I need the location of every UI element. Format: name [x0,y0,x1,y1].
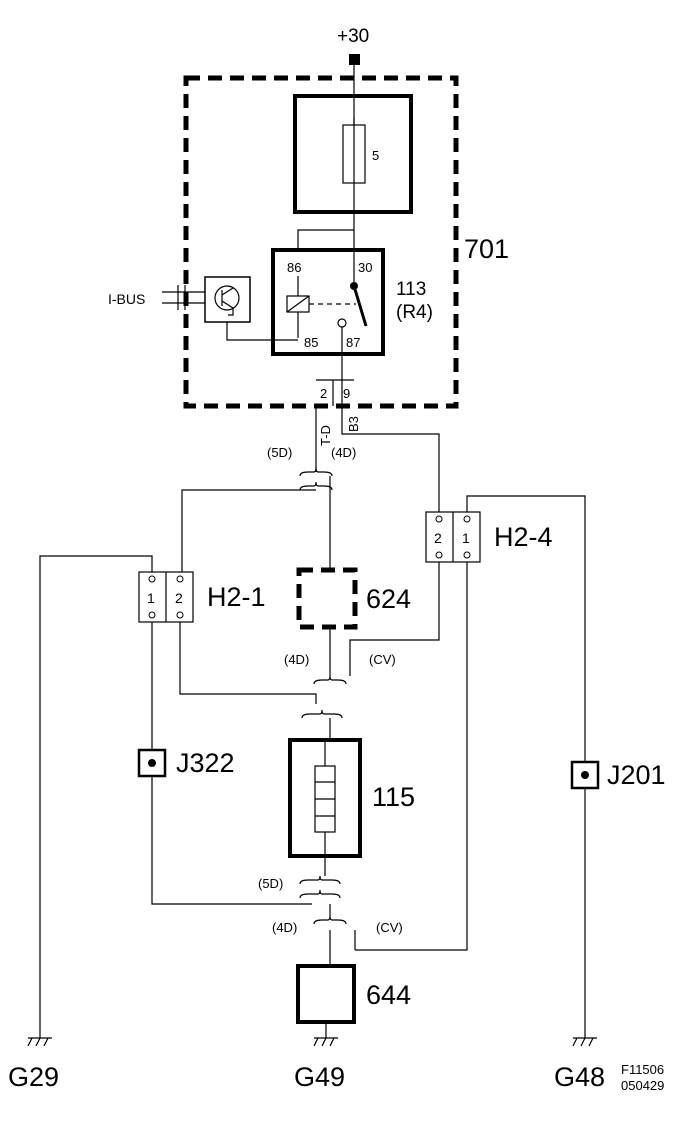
relay-pin-87: 87 [346,335,360,350]
conn1-brace-bottom [299,481,333,491]
wire-code-td: T-D [318,425,333,446]
transistor-emitter [221,300,234,309]
conn4-cv-label: (CV) [376,920,403,935]
h2-1-pin-1: 1 [147,590,155,606]
fuse-value: 5 [372,148,379,163]
h2-4-pin1-top [463,515,471,523]
transistor-collector [221,287,234,296]
wire-h21-to-g29 [39,555,153,1038]
relay-113-box [271,248,385,356]
wire-code-b3: B3 [346,416,361,432]
h2-4-pin-1: 1 [462,530,470,546]
conn2-cv-label: (CV) [369,652,396,667]
figure-date: 050429 [621,1078,664,1093]
ground-g48-label: G48 [554,1062,605,1092]
conn2-4d-label: (4D) [284,652,309,667]
wire-ibus-to-relay85 [226,322,298,341]
wire-conn1-to-h21 [181,489,316,572]
h2-1-label: H2-1 [207,582,266,612]
wire-h21-pin2-to-conn2 [179,622,317,704]
conn3-5d-label: (5D) [258,876,283,891]
wire-h24-to-j201 [466,495,586,762]
component-624-label: 624 [366,584,411,614]
relay-pin-30: 30 [358,260,372,275]
relay-pin-85: 85 [304,335,318,350]
component-644-label: 644 [366,980,411,1010]
conn3-brace-top [299,875,341,885]
splice-j201-dot [581,771,589,779]
splice-j201-label: J201 [607,760,666,790]
conn3-brace-bottom [299,889,341,899]
h2-1-pin-2: 2 [175,590,183,606]
component-624-box [296,567,358,630]
component-644-box [296,964,356,1024]
h2-1-pin1-top [148,575,156,583]
coil-diagonal [286,295,310,313]
supply-terminal [349,54,360,65]
h2-4-label: H2-4 [494,522,553,552]
wire-to-relay86 [297,229,354,250]
supply-label: +30 [337,26,369,47]
module-pin-2: 2 [320,386,327,401]
relay-label: 113 [396,279,426,300]
splice-j322-label: J322 [176,748,235,778]
module-701-box [183,75,459,409]
conn1-brace-top [299,467,333,477]
conn4-brace-top [313,915,347,925]
ground-g29-label: G29 [8,1062,59,1092]
relay-contact-87 [337,318,347,328]
conn1-4d-label: (4D) [331,445,356,460]
conn4-4d-label: (4D) [272,920,297,935]
component-115-label: 115 [372,782,415,812]
h2-1-pin2-bottom [176,611,184,619]
wire-j322-to-conn3 [151,776,312,905]
transistor-icon [214,285,240,311]
wire-h24-pin1-to-conn4 [355,562,468,951]
figure-code: F11506 [621,1062,664,1077]
relay-pin-86: 86 [287,260,301,275]
ground-g48-icon [572,1037,597,1047]
ibus-label: I-BUS [108,291,145,307]
wire-h24-pin2-to-conn2 [349,562,440,676]
fuse-box [293,94,413,214]
conn2-brace-bottom [301,709,343,719]
h2-1-pin1-bottom [148,611,156,619]
relay-switch-arm [352,285,368,327]
wire-pin9-to-h24 [341,406,440,512]
conn2-brace-top [313,675,347,685]
ibus-driver-box [204,276,251,323]
h2-1-pin2-top [176,575,184,583]
module-701-label: 701 [464,234,509,264]
module-pin-9: 9 [343,386,350,401]
transistor-lead [228,308,234,316]
ground-g49-label: G49 [294,1062,345,1092]
h2-4-pin-2: 2 [434,530,442,546]
h2-4-pin2-top [435,515,443,523]
relay-sublabel: (R4) [396,302,433,323]
ground-g49-icon [313,1037,338,1047]
conn1-5d-label: (5D) [267,445,292,460]
h2-4-pin1-bottom [463,551,471,559]
ground-g29-icon [27,1037,52,1047]
h2-4-pin2-bottom [435,551,443,559]
splice-j322-dot [148,759,156,767]
